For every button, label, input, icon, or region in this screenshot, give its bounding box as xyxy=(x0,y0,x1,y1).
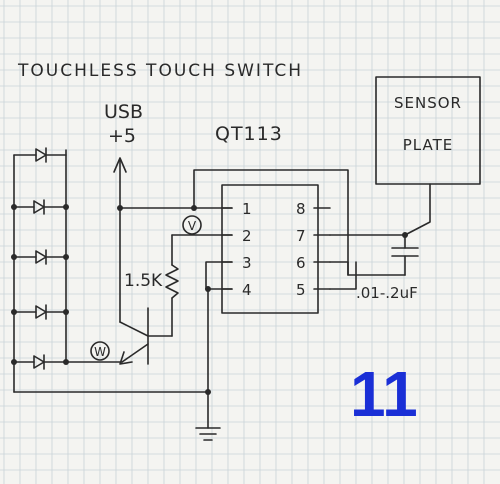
led-3 xyxy=(13,249,67,265)
usb-label: USB xyxy=(104,101,143,123)
diagram-title: TOUCHLESS TOUCH SWITCH xyxy=(17,61,303,81)
wire-label-w: W xyxy=(90,341,110,361)
led-2 xyxy=(13,199,67,215)
wire-label-v: V xyxy=(182,215,202,235)
led-4 xyxy=(13,304,67,320)
led-array xyxy=(11,147,69,393)
chip-pin-2: 2 xyxy=(242,227,252,245)
capacitor xyxy=(391,234,419,276)
transistor xyxy=(119,307,173,365)
chip-qt113 xyxy=(221,184,319,314)
chip-pin-5: 5 xyxy=(296,281,306,299)
chip-label: QT113 xyxy=(215,123,283,145)
supply-arrow xyxy=(113,157,127,323)
resistor-label: 1.5K xyxy=(124,271,163,291)
chip-pin-3: 3 xyxy=(242,254,252,272)
chip-pin-4: 4 xyxy=(242,281,252,299)
capacitor-label: .01-.2uF xyxy=(356,284,418,302)
chip-pin-7: 7 xyxy=(296,227,306,245)
sensor-label-line1: SENSOR xyxy=(394,94,462,112)
ground-symbol xyxy=(195,427,221,441)
sensor-plate xyxy=(375,76,481,185)
chip-pin-6: 6 xyxy=(296,254,306,272)
plus5-label: +5 xyxy=(108,125,136,147)
led-1 xyxy=(13,147,67,163)
chip-pin-8: 8 xyxy=(296,200,306,218)
led-5 xyxy=(13,354,67,370)
chip-pin-1: 1 xyxy=(242,200,252,218)
wire-label-v-text: V xyxy=(188,219,197,233)
resistor xyxy=(165,234,233,337)
step-number: 11 xyxy=(350,358,418,430)
wire-label-w-text: W xyxy=(94,345,106,359)
sensor-label-line2: PLATE xyxy=(403,136,453,154)
